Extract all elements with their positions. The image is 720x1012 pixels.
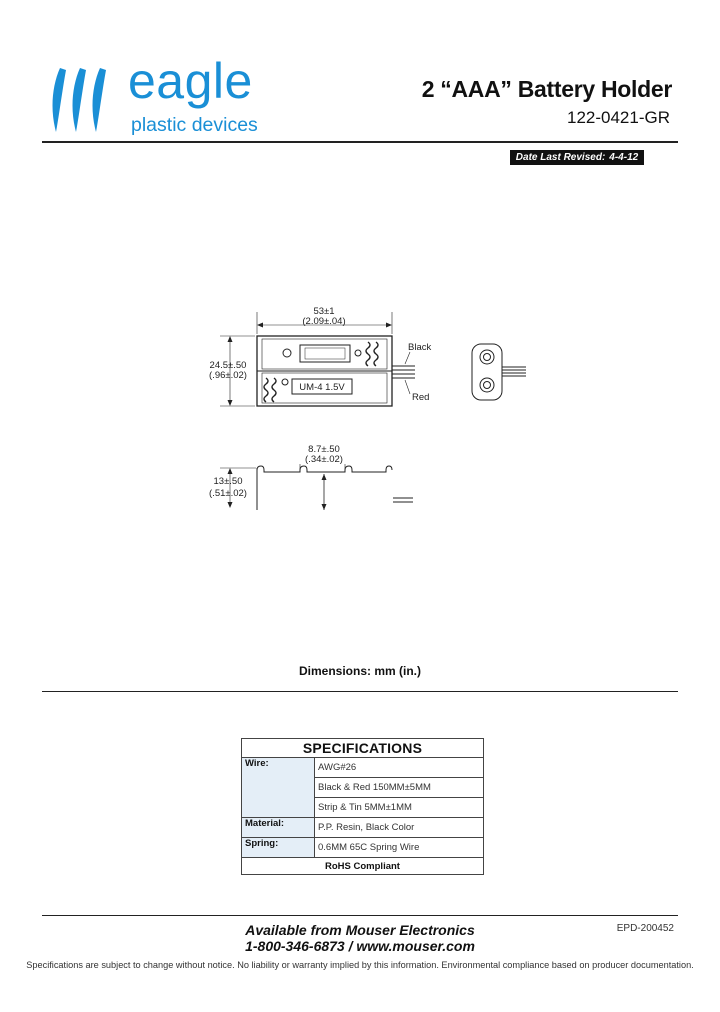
disclaimer-text: Specifications are subject to change wit… (26, 960, 694, 970)
logo-wordmark: eagle (128, 53, 253, 109)
spec-row-material: Material: P.P. Resin, Black Color (241, 817, 484, 838)
holder-side-view (256, 465, 413, 510)
cell-label: UM-4 1.5V (299, 382, 345, 393)
width-mm: 53±1 (313, 306, 334, 317)
footer-divider (42, 915, 678, 916)
spec-value: Strip & Tin 5MM±1MM (314, 797, 484, 818)
specifications-title: SPECIFICATIONS (241, 738, 484, 758)
revised-label: Date Last Revised: (515, 152, 606, 163)
wire-black-label: Black (408, 342, 431, 353)
eagle-stripes-icon (52, 68, 106, 132)
technical-drawing: UM-4 1.5V Black Red 53±1 (2.09±.04) 24.5… (209, 306, 526, 510)
depth-in: (.51±.02) (209, 488, 247, 499)
spec-value: P.P. Resin, Black Color (314, 817, 484, 838)
revised-badge: Date Last Revised: 4-4-12 (510, 150, 644, 165)
spec-value: Black & Red 150MM±5MM (314, 777, 484, 798)
rohs-compliant: RoHS Compliant (241, 857, 484, 875)
revised-date: 4-4-12 (609, 152, 639, 163)
depth-mm: 13±.50 (214, 476, 243, 487)
spec-label: Wire: (241, 757, 315, 818)
header-divider (42, 141, 678, 143)
wire-red-label: Red (412, 392, 429, 403)
holder-end-view (471, 343, 526, 401)
pitch-in: (.34±.02) (305, 454, 343, 465)
part-number: 122-0421-GR (566, 108, 670, 127)
width-in: (2.09±.04) (302, 316, 345, 327)
spec-row-wire: Wire: AWG#26 (241, 757, 484, 818)
document-title: 2 “AAA” Battery Holder (421, 76, 673, 102)
section-divider (42, 691, 678, 692)
spec-row-spring: Spring: 0.6MM 65C Spring Wire (241, 837, 484, 858)
holder-top-view: UM-4 1.5V (256, 335, 415, 407)
spec-value: 0.6MM 65C Spring Wire (314, 837, 484, 858)
spec-value: AWG#26 (314, 757, 484, 778)
mouser-contact[interactable]: 1-800-346-6873 / www.mouser.com (245, 938, 475, 954)
logo-tagline: plastic devices (131, 114, 258, 136)
spec-label: Spring: (241, 837, 315, 858)
specifications-table: SPECIFICATIONS Wire: AWG#26 Black & Red … (241, 738, 484, 875)
dimensions-caption: Dimensions: mm (in.) (298, 664, 421, 678)
spec-label: Material: (241, 817, 315, 838)
document-code: EPD-200452 (616, 923, 674, 934)
pitch-mm: 8.7±.50 (308, 444, 340, 455)
height-in: (.96±.02) (209, 370, 247, 381)
mouser-availability: Available from Mouser Electronics (245, 922, 475, 938)
height-mm: 24.5±.50 (210, 360, 247, 371)
